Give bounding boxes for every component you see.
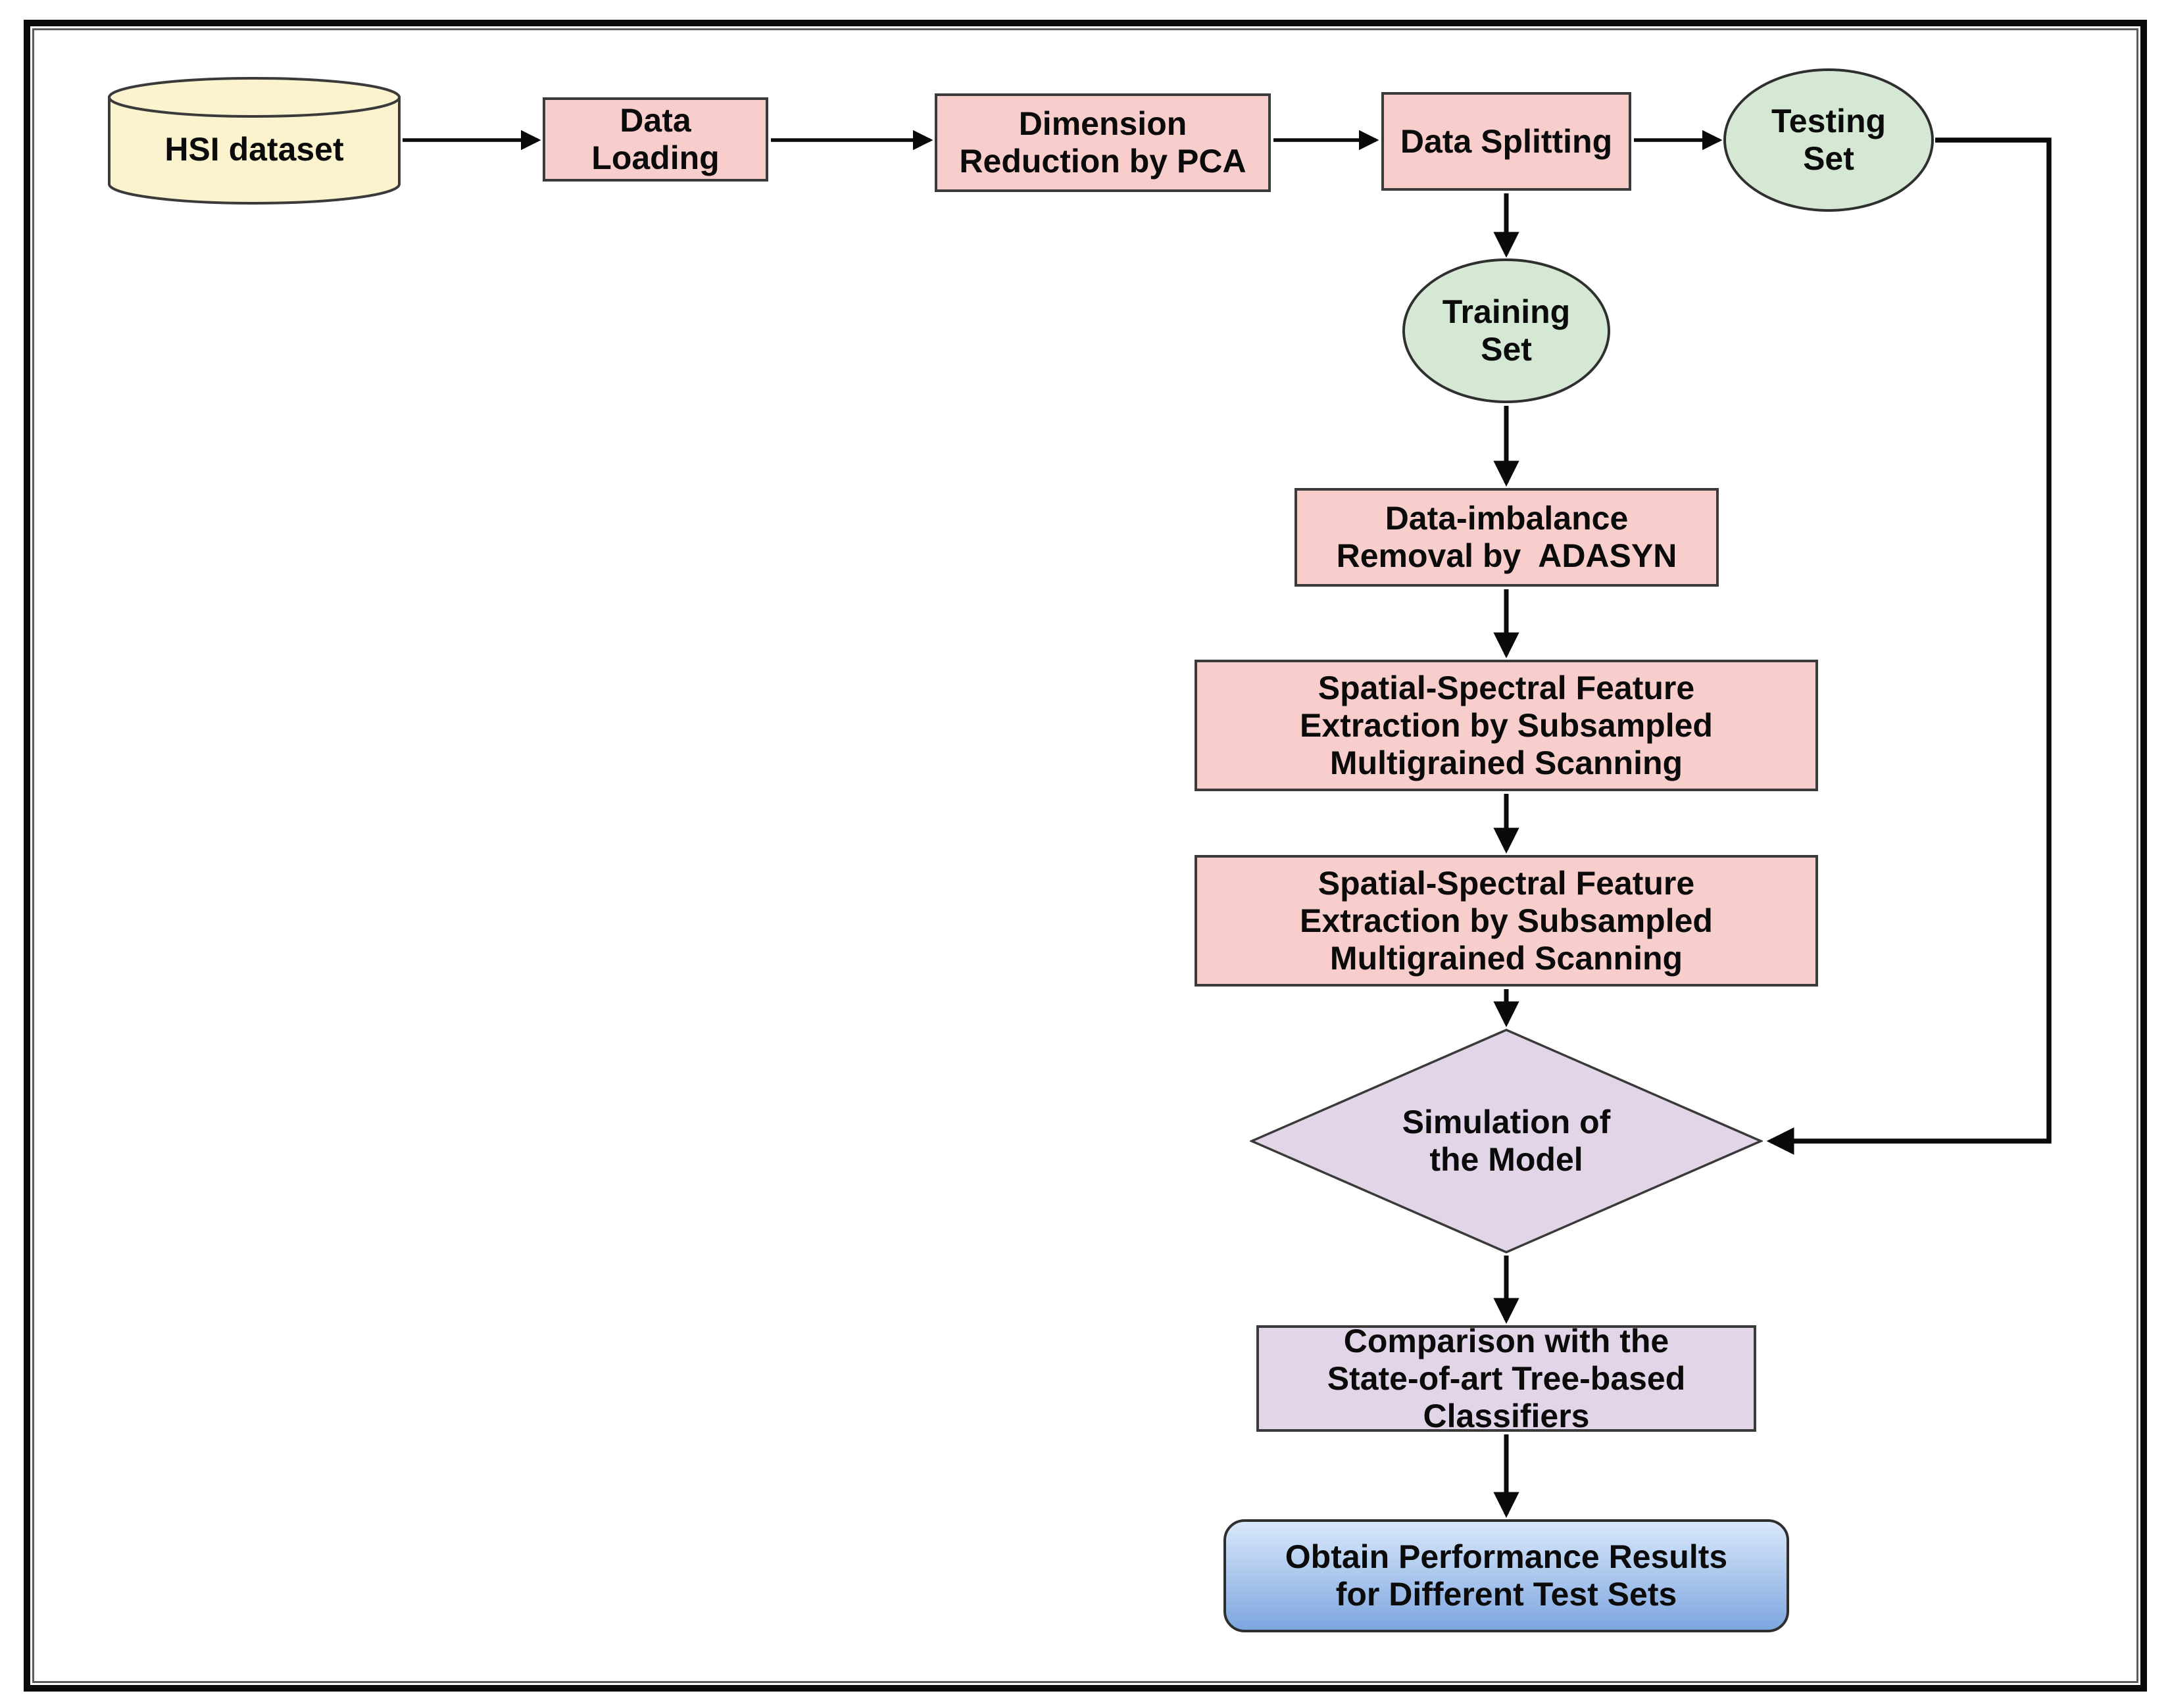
cylinder-shape — [108, 77, 401, 205]
node-hsi-dataset-label: HSI dataset — [164, 130, 344, 168]
node-testing-set: Testing Set — [1723, 68, 1934, 212]
node-comparison: Comparison with the State-of-art Tree-ba… — [1256, 1322, 1756, 1434]
node-training-set-label: Training Set — [1442, 293, 1571, 368]
node-hsi-dataset: HSI dataset — [107, 76, 401, 205]
node-testing-set-label: Testing Set — [1771, 103, 1886, 177]
diamond-shape — [1250, 1029, 1763, 1254]
node-multigrained-scanning-1: Spatial-Spectral Feature Extraction by S… — [1195, 660, 1818, 791]
node-multigrained-scanning-1-label: Spatial-Spectral Feature Extraction by S… — [1300, 669, 1713, 781]
node-dimension-reduction-label: Dimension Reduction by PCA — [959, 105, 1246, 180]
node-data-splitting-label: Data Splitting — [1400, 122, 1613, 160]
node-dimension-reduction: Dimension Reduction by PCA — [935, 93, 1271, 192]
node-comparison-label: Comparison with the State-of-art Tree-ba… — [1327, 1322, 1686, 1434]
node-data-splitting: Data Splitting — [1381, 92, 1631, 191]
outer-frame-border — [24, 20, 2147, 1692]
node-results: Obtain Performance Results for Different… — [1223, 1519, 1789, 1632]
node-data-loading: Data Loading — [543, 97, 768, 182]
inner-frame-border — [32, 28, 2138, 1683]
node-training-set: Training Set — [1402, 258, 1610, 403]
node-simulation-label: Simulation of the Model — [1402, 1104, 1611, 1178]
node-data-loading-label: Data Loading — [591, 102, 720, 176]
node-adasyn-label: Data-imbalance Removal by ADASYN — [1336, 500, 1677, 574]
node-multigrained-scanning-2: Spatial-Spectral Feature Extraction by S… — [1195, 855, 1818, 987]
node-multigrained-scanning-2-label: Spatial-Spectral Feature Extraction by S… — [1300, 864, 1713, 977]
node-results-label: Obtain Performance Results for Different… — [1285, 1538, 1728, 1613]
node-simulation: Simulation of the Model — [1250, 1028, 1763, 1254]
node-adasyn: Data-imbalance Removal by ADASYN — [1295, 488, 1719, 587]
